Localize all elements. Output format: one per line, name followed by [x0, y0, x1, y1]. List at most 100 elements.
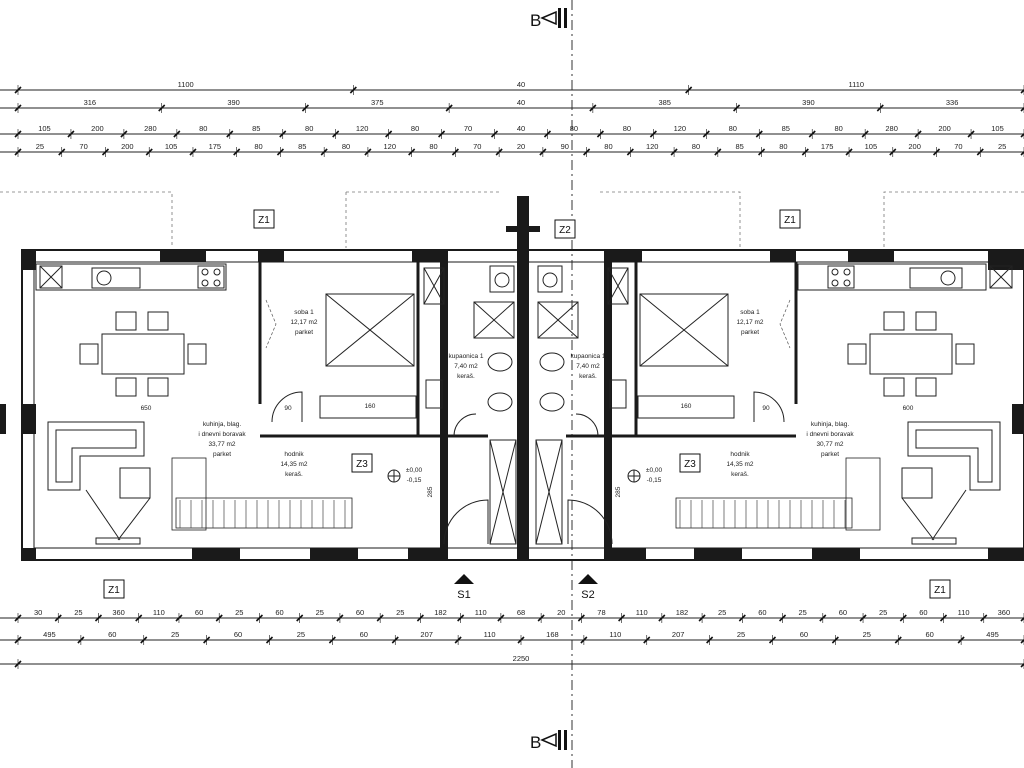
bathroom-fixtures [423, 265, 629, 412]
dim-label: 390 [802, 98, 815, 107]
dim-label: 85 [298, 142, 306, 151]
interior-walls [258, 262, 798, 438]
dim-label: 25 [171, 630, 179, 639]
dim-label: 336 [946, 98, 959, 107]
dim-label: 182 [434, 608, 447, 617]
dim-label: 200 [908, 142, 921, 151]
svg-text:Z1: Z1 [934, 585, 946, 596]
svg-text:Z2: Z2 [559, 225, 571, 236]
dim-label: 20 [557, 608, 565, 617]
dim-label: 120 [356, 124, 369, 133]
dim-label: 80 [342, 142, 350, 151]
stair-treads [179, 500, 846, 528]
dim-label: 390 [227, 98, 240, 107]
dim-label: 385 [658, 98, 671, 107]
level-symbols [387, 469, 641, 483]
room-right-living-floor: parket [821, 451, 839, 458]
section-label-bottom: B [530, 733, 541, 752]
dim-right-90: 90 [762, 405, 770, 412]
dim-label: 60 [926, 630, 934, 639]
dim-label: 280 [144, 124, 157, 133]
room-left-living-floor: parket [213, 451, 231, 458]
dim-label: 25 [863, 630, 871, 639]
dim-row-bottom-3: 2250 [0, 654, 1024, 669]
dim-label: 25 [297, 630, 305, 639]
dining-sets [79, 311, 975, 397]
dim-left-650: 650 [141, 405, 152, 412]
dim-label: 25 [235, 608, 243, 617]
room-left-hall-floor: keraš. [285, 471, 303, 478]
tag-z3-right: Z3 [679, 453, 701, 473]
dim-label: 80 [729, 124, 737, 133]
dim-label: 110 [609, 630, 621, 639]
entrance-s1: S1 [457, 589, 470, 601]
level-left-abs: -0,15 [407, 477, 422, 484]
entrance-markers: S1 S2 [454, 574, 598, 601]
dim-label: 80 [692, 142, 700, 151]
room-left-hall-area: 14,35 m2 [280, 461, 307, 468]
level-right-abs: -0,15 [647, 477, 662, 484]
dim-label: 80 [779, 142, 787, 151]
dim-label: 25 [737, 630, 745, 639]
section-line-b: B B [530, 0, 573, 768]
room-left-living-area: 33,77 m2 [208, 441, 235, 448]
dim-right-160: 160 [681, 403, 692, 410]
dim-label: 60 [195, 608, 203, 617]
dim-tick [1020, 88, 1024, 94]
dim-label: 105 [991, 124, 1004, 133]
svg-text:Z3: Z3 [356, 459, 368, 470]
dim-label: 25 [718, 608, 726, 617]
dim-label: 60 [758, 608, 766, 617]
dim-tick [1020, 106, 1024, 112]
wall-segments [0, 250, 1024, 560]
room-left-bath-floor: keraš. [457, 373, 475, 380]
dim-label: 80 [199, 124, 207, 133]
room-right-bedroom-area: 12,17 m2 [736, 319, 763, 326]
room-right-bath-area: 7,40 m2 [576, 363, 600, 370]
dim-label: 182 [676, 608, 689, 617]
dim-label: 200 [91, 124, 104, 133]
dim-label: 60 [360, 630, 368, 639]
dim-label: 2250 [513, 654, 530, 663]
dim-label: 70 [464, 124, 472, 133]
dim-label: 30 [34, 608, 42, 617]
room-right-hall-area: 14,35 m2 [726, 461, 753, 468]
kitchen-counters [35, 263, 1013, 291]
party-wall-cap [506, 226, 540, 232]
dim-label: 80 [254, 142, 262, 151]
dim-label: 80 [604, 142, 612, 151]
dim-label: 360 [998, 608, 1011, 617]
tag-z1-bedroom-left: Z1 [253, 209, 275, 229]
dim-label: 316 [84, 98, 97, 107]
room-left-bedroom-area: 12,17 m2 [290, 319, 317, 326]
dim-label: 105 [165, 142, 178, 151]
dim-label: 85 [736, 142, 744, 151]
dim-label: 70 [954, 142, 962, 151]
section-label-top: B [530, 11, 541, 30]
room-right-bedroom-name: soba 1 [740, 309, 760, 316]
dim-label: 110 [153, 608, 165, 617]
dim-label: 120 [674, 124, 687, 133]
dim-label: 25 [799, 608, 807, 617]
dim-label: 20 [517, 142, 525, 151]
dim-label: 200 [121, 142, 134, 151]
dim-label: 168 [546, 630, 559, 639]
room-right-living-name2: i dnevni boravak [806, 431, 854, 438]
dim-left-90: 90 [284, 405, 292, 412]
dim-right-285: 285 [615, 486, 622, 497]
svg-text:Z1: Z1 [784, 215, 796, 226]
dim-label: 25 [316, 608, 324, 617]
tag-z1-bedroom-right: Z1 [779, 209, 801, 229]
room-right-living-area: 30,77 m2 [816, 441, 843, 448]
dim-label: 200 [938, 124, 951, 133]
dim-label: 25 [36, 142, 44, 151]
dim-label: 80 [570, 124, 578, 133]
room-left-living-name2: i dnevni boravak [198, 431, 246, 438]
dim-label: 80 [623, 124, 631, 133]
